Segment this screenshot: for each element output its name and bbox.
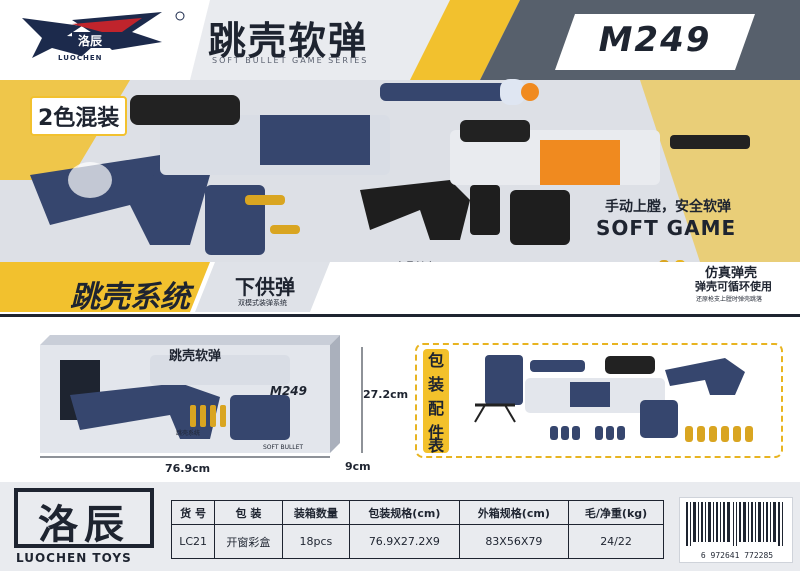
dimension-width: 76.9cm bbox=[165, 462, 211, 475]
accessories-label-char: 件 bbox=[427, 423, 444, 442]
feature-text-1: 手动上膛，安全软弹 bbox=[605, 199, 731, 215]
dimension-height: 27.2cm bbox=[363, 388, 409, 401]
system-band bbox=[0, 262, 800, 322]
gun-image-blue bbox=[30, 79, 539, 255]
model-badge-frame bbox=[555, 14, 755, 70]
barcode-bars bbox=[686, 502, 783, 546]
accessories-label-char: 配 bbox=[427, 399, 444, 418]
svg-text:洛辰: 洛辰 bbox=[78, 33, 102, 48]
accessories-label-char: 表 bbox=[427, 436, 444, 455]
spec-table: 货 号 包 装 装箱数量 包装规格(cm) 外箱规格(cm) 毛/净重(kg) … bbox=[170, 500, 664, 559]
shell-title: 仿真弹壳 bbox=[705, 266, 758, 281]
page-title: 跳壳软弹 bbox=[208, 19, 369, 63]
shell-subtitle: 弹壳可循环使用 bbox=[695, 280, 772, 293]
barcode bbox=[679, 497, 793, 563]
spec-cell-quantity: 18pcs bbox=[281, 524, 351, 559]
accessories-label: 包 装 配 件 bbox=[423, 349, 449, 453]
spec-cell-weight: 24/22 bbox=[568, 524, 664, 559]
package-box-image bbox=[40, 335, 363, 458]
luochen-logo: 洛辰 bbox=[22, 11, 185, 58]
spec-header-cell: 装箱数量 bbox=[281, 500, 351, 525]
logo-subtext: LUOCHEN bbox=[58, 54, 103, 62]
system-subtitle-small: 双模式装弹系统 bbox=[238, 299, 287, 307]
table-row: LC21 开窗彩盒 18pcs 76.9X27.2X9 83X56X79 24/… bbox=[170, 524, 664, 559]
box-system-text: 跳壳系统 bbox=[176, 430, 201, 437]
accessories-image bbox=[474, 355, 753, 442]
brand-name-cn: 洛辰 bbox=[38, 502, 130, 548]
box-soft-text: SOFT BULLET bbox=[263, 444, 304, 451]
shell-note: 还原枪支上膛时弹壳跳落 bbox=[696, 296, 763, 303]
system-title: 跳壳系统 bbox=[70, 280, 190, 315]
box-title: 跳壳软弹 bbox=[169, 349, 222, 364]
feature-text-2: SOFT GAME bbox=[596, 216, 737, 240]
spec-cell-carton-size: 83X56X79 bbox=[458, 524, 570, 559]
model-number: M249 bbox=[598, 20, 712, 60]
color-mix-badge: 2色混装 bbox=[30, 96, 128, 136]
brand-logo-frame bbox=[14, 488, 154, 548]
accessories-label-char: 包 bbox=[427, 351, 444, 370]
spec-header-cell: 包 装 bbox=[214, 500, 283, 525]
spec-header-cell: 毛/净重(kg) bbox=[568, 500, 664, 525]
barcode-number: 6 972641 772285 bbox=[700, 551, 774, 560]
box-model: M249 bbox=[270, 384, 307, 398]
spec-table-header-row: 货 号 包 装 装箱数量 包装规格(cm) 外箱规格(cm) 毛/净重(kg) bbox=[170, 500, 664, 525]
spec-cell-item-no: LC21 bbox=[170, 524, 216, 559]
dimension-depth: 9cm bbox=[345, 460, 371, 473]
page-subtitle: SOFT BULLET GAME SERIES bbox=[212, 56, 369, 65]
system-subtitle: 下供弹 bbox=[235, 275, 295, 299]
accessories-label-char: 装 bbox=[427, 375, 444, 394]
spec-cell-package-size: 76.9X27.2X9 bbox=[349, 524, 460, 559]
spec-header-cell: 货 号 bbox=[170, 500, 216, 525]
spec-header-cell: 外箱规格(cm) bbox=[458, 500, 570, 525]
spec-cell-packaging: 开窗彩盒 bbox=[214, 524, 283, 559]
spec-header-cell: 包装规格(cm) bbox=[349, 500, 460, 525]
accessories-panel bbox=[415, 343, 783, 458]
gun-image-orange bbox=[360, 120, 750, 245]
brand-name-en: LUOCHEN TOYS bbox=[16, 551, 132, 565]
